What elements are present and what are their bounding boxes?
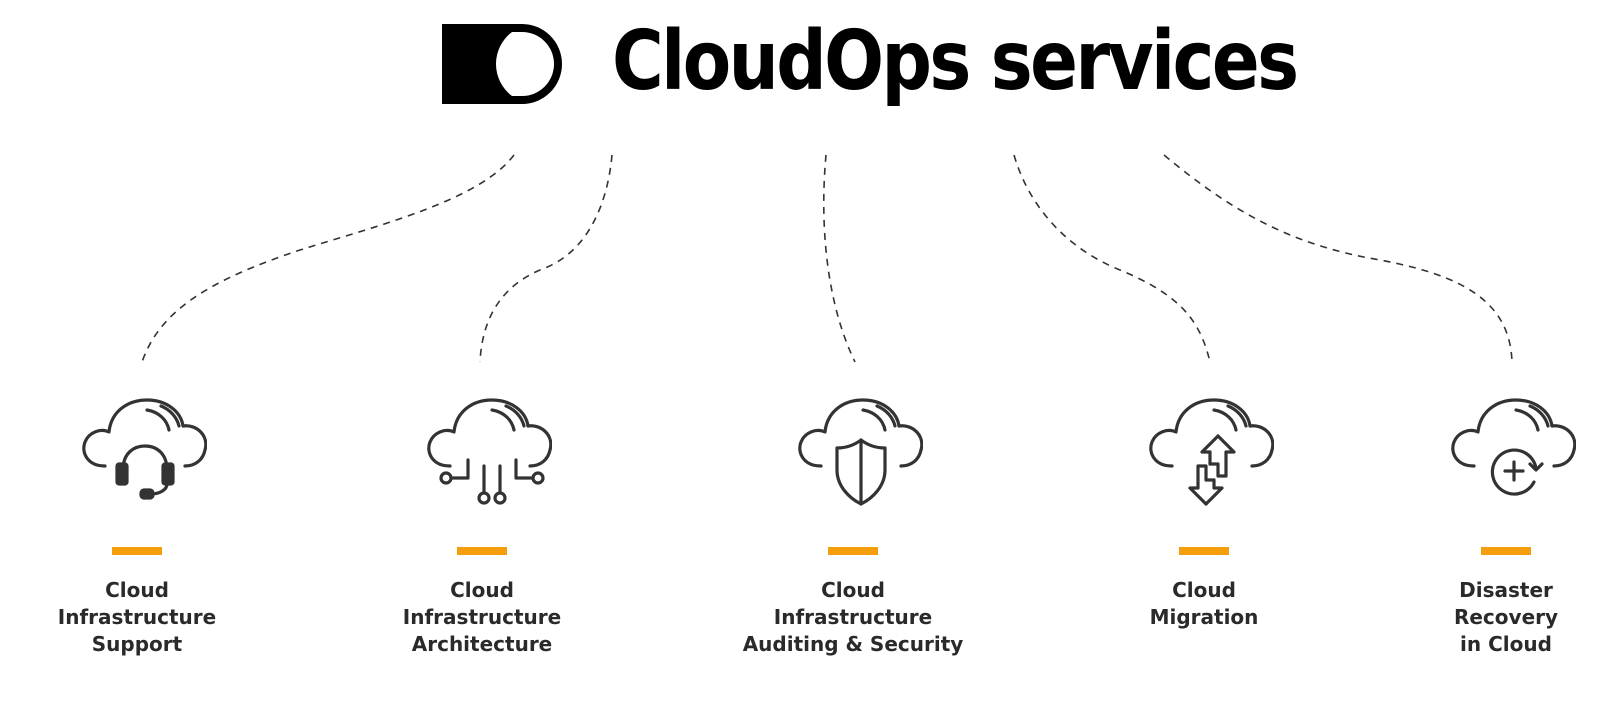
service-disaster-recovery: Disaster Recovery in Cloud bbox=[1386, 390, 1620, 690]
cloud-headset-icon bbox=[82, 398, 207, 500]
service-infrastructure-support: Cloud Infrastructure Support bbox=[17, 390, 257, 690]
service-cloud-migration: Cloud Migration bbox=[1084, 390, 1324, 690]
half-circle-logo-icon bbox=[442, 24, 562, 104]
service-label: Cloud Infrastructure Architecture bbox=[402, 578, 562, 656]
connector-recovery bbox=[1163, 154, 1513, 363]
header: CloudOps services bbox=[0, 0, 1620, 130]
page-title: CloudOps services bbox=[612, 14, 1299, 109]
accent-bar bbox=[1179, 547, 1229, 555]
cloud-shield-icon bbox=[798, 398, 923, 506]
accent-bar bbox=[828, 547, 878, 555]
connector-architecture bbox=[479, 154, 613, 363]
accent-bar bbox=[457, 547, 507, 555]
connector-auditing bbox=[823, 154, 856, 363]
accent-bar bbox=[1481, 547, 1531, 555]
connector-support bbox=[141, 154, 515, 363]
service-label: Cloud Migration bbox=[1149, 578, 1259, 629]
service-label: Cloud Infrastructure Support bbox=[57, 578, 217, 656]
service-label: Cloud Infrastructure Auditing & Security bbox=[742, 578, 964, 656]
connector-migration bbox=[1013, 154, 1211, 363]
service-label: Disaster Recovery in Cloud bbox=[1453, 578, 1559, 656]
service-auditing-security: Cloud Infrastructure Auditing & Security bbox=[733, 390, 973, 690]
service-infrastructure-architecture: Cloud Infrastructure Architecture bbox=[362, 390, 602, 690]
cloud-restore-icon bbox=[1451, 398, 1576, 496]
cloud-arrows-icon bbox=[1149, 398, 1274, 506]
cloud-circuit-icon bbox=[427, 398, 552, 505]
accent-bar bbox=[112, 547, 162, 555]
